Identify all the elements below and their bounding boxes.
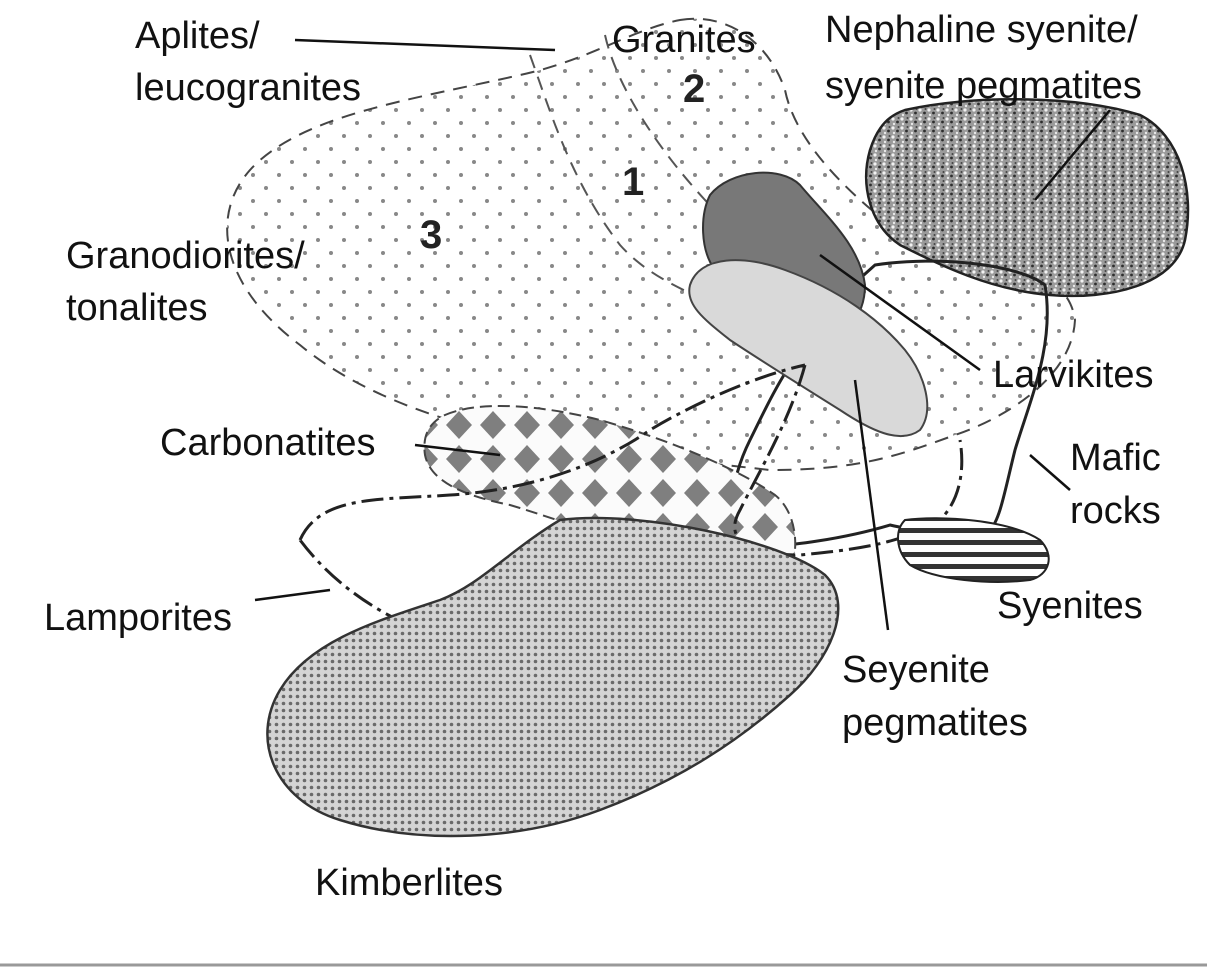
label-nepheline-2: syenite pegmatites: [825, 65, 1142, 107]
leader-seyenite: [853, 379, 890, 631]
kimberlites-field: [266, 516, 840, 838]
leader-lamporites: [254, 588, 331, 602]
zone-number-3: 3: [420, 213, 442, 257]
label-mafic-1: Mafic: [1070, 437, 1161, 479]
syenites-field: [897, 517, 1050, 583]
label-seyenite-1: Seyenite: [842, 649, 990, 691]
label-aplites-1: Aplites/: [135, 15, 260, 57]
leader-aplites: [294, 38, 556, 52]
leader-lines: [254, 38, 1111, 631]
leader-nepheline: [1034, 109, 1111, 201]
label-granites: Granites: [612, 19, 756, 61]
leader-carbonatites: [414, 443, 501, 457]
label-granodiorites-1: Granodiorites/: [66, 235, 305, 277]
label-nepheline-1: Nephaline syenite/: [825, 9, 1138, 51]
label-seyenite-2: pegmatites: [842, 702, 1028, 744]
leader-larvikites: [819, 253, 981, 372]
label-lamporites: Lamporites: [44, 597, 232, 639]
leader-mafic: [1029, 454, 1071, 491]
label-carbonatites: Carbonatites: [160, 422, 375, 464]
label-aplites-2: leucogranites: [135, 67, 361, 109]
zone-number-2: 2: [683, 67, 705, 111]
label-syenites: Syenites: [997, 585, 1143, 627]
zone-number-1: 1: [622, 160, 644, 204]
label-larvikites: Larvikites: [993, 354, 1154, 396]
nepheline-syenite-field: [865, 98, 1190, 298]
syenite-pegmatites-field: [688, 259, 929, 438]
label-granodiorites-2: tonalites: [66, 287, 208, 329]
label-mafic-2: rocks: [1070, 490, 1161, 532]
label-kimberlites: Kimberlites: [315, 862, 503, 904]
